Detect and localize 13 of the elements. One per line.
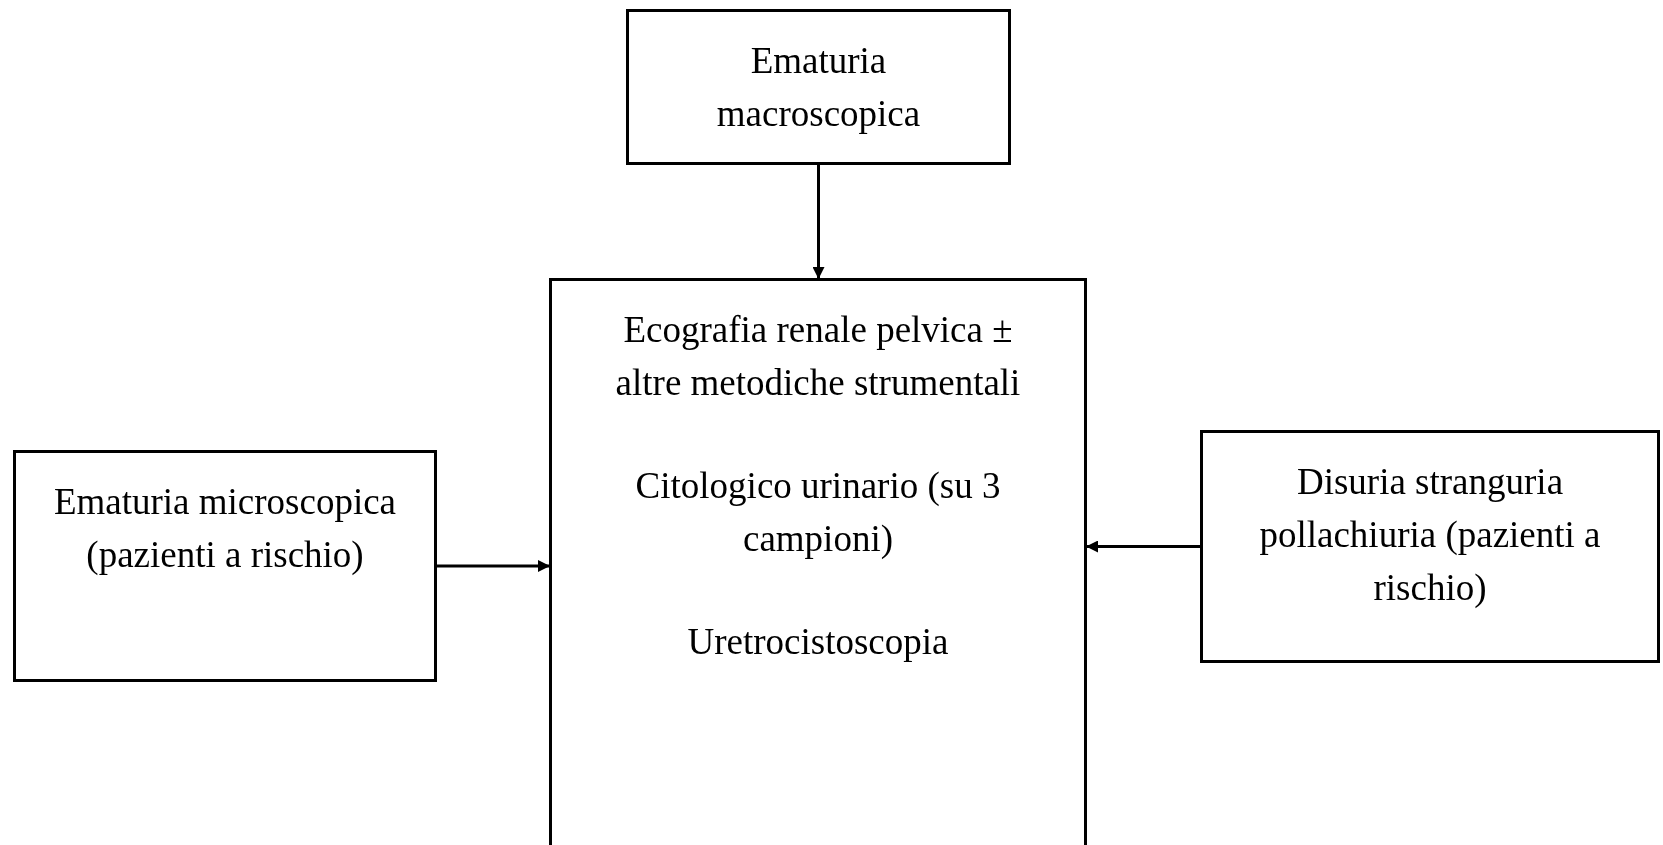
process-box <box>549 278 1087 845</box>
box-text: Ematuria macroscopica <box>715 39 922 136</box>
arrow <box>812 165 825 279</box>
box-text: Disuria stranguria pollachiuria (pazienti a rischio) <box>1258 460 1602 610</box>
process-box <box>626 9 1011 165</box>
arrow <box>437 560 550 572</box>
box-text: Ematuria microscopica (pazienti a rischio) <box>52 480 398 577</box>
process-box <box>1200 430 1660 663</box>
box-text: Uretrocistoscopia <box>686 620 950 664</box>
process-box <box>13 450 437 682</box>
arrow <box>1086 540 1200 553</box>
box-text: Ecografia renale pelvica ± altre metodiche strumentali <box>614 308 1022 405</box>
box-text: Citologico urinario (su 3 campioni) <box>634 464 1002 561</box>
